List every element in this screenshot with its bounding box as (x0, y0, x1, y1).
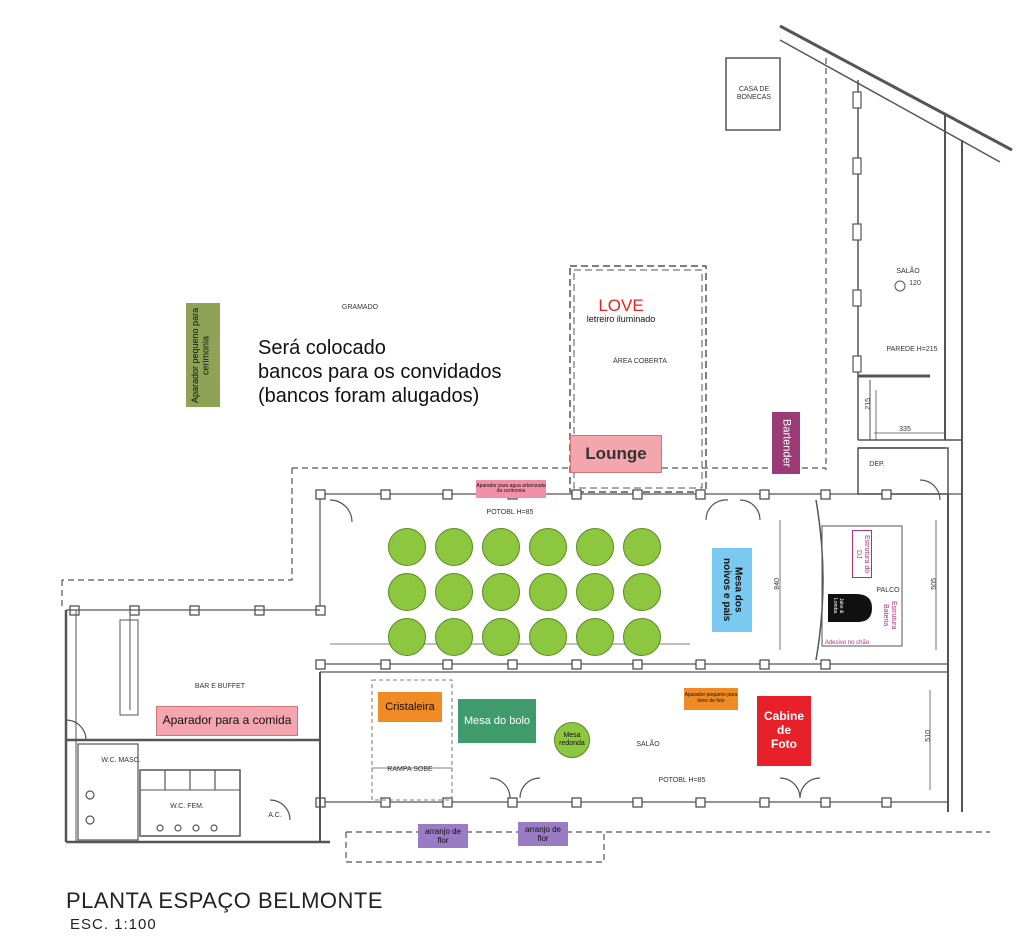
gramado-label: GRAMADO (341, 304, 379, 311)
piano: Jake & Lomba (826, 592, 874, 628)
aparador-foto: Aparador pequeno para itens de foto (684, 688, 738, 710)
piano-label: Jake & Lomba (832, 598, 844, 614)
guest-table (529, 618, 567, 656)
guest-tables (388, 528, 662, 656)
bartender: Bartender (772, 412, 800, 474)
dep-label: DEP. (869, 461, 885, 468)
salao-top-number: 120 (909, 280, 921, 287)
guest-table (435, 618, 473, 656)
aparador-cerimonia: Aparador pequeno para cerimonia (186, 303, 220, 407)
plan-title: PLANTA ESPAÇO BELMONTE (66, 888, 384, 913)
aparador-cerimonia-label: Aparador pequeno para cerimonia (190, 307, 211, 403)
guest-table (623, 528, 661, 566)
arranjo-flor-1: arranjo de flor (418, 824, 468, 848)
love-sign: LOVE letreiro iluminado (566, 297, 676, 325)
mesa-redonda-label: Mesa redonda (559, 731, 585, 747)
dimension-215: 215 (865, 398, 872, 410)
guest-table (482, 618, 520, 656)
love-subtitle: letreiro iluminado (586, 314, 656, 324)
cristaleira-label: Cristaleira (385, 700, 435, 713)
palco-label: PALCO (876, 587, 900, 594)
salao-bottom-label: SALÃO (636, 741, 660, 748)
bartender-label: Bartender (780, 418, 793, 468)
guest-table (388, 618, 426, 656)
rampa-label: RAMPA SOBE (387, 766, 433, 773)
estrutura-dj: Estrutura do DJ (852, 530, 872, 578)
guest-table (576, 528, 614, 566)
dimension-505: 505 (931, 578, 938, 590)
mesa-bolo: Mesa do bolo (458, 699, 536, 743)
guest-table (388, 528, 426, 566)
lounge: Lounge (570, 435, 662, 473)
area-coberta-label: ÁREA COBERTA (613, 358, 667, 365)
note-line-2: bancos para os convidados (258, 361, 502, 383)
potobl-top-label: POTOBL H=85 (486, 509, 534, 516)
guest-table (529, 573, 567, 611)
guest-table (482, 528, 520, 566)
plan-scale: ESC. 1:100 (70, 916, 157, 933)
guest-table (388, 573, 426, 611)
arranjo-flor-1-label: arranjo de flor (424, 826, 462, 845)
wc-masc-label: W.C. MASC. (101, 757, 141, 764)
mesa-bolo-label: Mesa do bolo (463, 714, 531, 727)
salao-top-label: SALÃO (896, 268, 920, 275)
aparador-comida-label: Aparador para a comida (162, 713, 292, 728)
ac-label: A.C. (268, 812, 282, 819)
potobl-bottom-label: POTOBL H=85 (658, 777, 706, 784)
mesa-noivos-label: Mesa dos noivos e pais (721, 558, 744, 622)
aparador-agua: Aparador para agua arborizada da cerimon… (476, 480, 546, 498)
arranjo-flor-2: arranjo de flor (518, 822, 568, 846)
mesa-redonda: Mesa redonda (554, 722, 590, 758)
bar-buffet-label: BAR E BUFFET (194, 683, 246, 690)
cabine-foto-label: Cabine de Foto (764, 709, 805, 751)
cristaleira: Cristaleira (378, 692, 442, 722)
guest-table (529, 528, 567, 566)
cabine-foto: Cabine de Foto (757, 696, 811, 766)
aparador-agua-label: Aparador para agua arborizada da cerimon… (476, 482, 546, 494)
estrutura-bateria: Estrutura Bateria (882, 590, 898, 640)
estrutura-bateria-label: Estrutura Bateria (882, 600, 898, 630)
mesa-noivos: Mesa dos noivos e pais (712, 548, 752, 632)
note-line-3: (bancos foram alugados) (258, 385, 480, 407)
piano-icon (828, 594, 872, 622)
guest-table (482, 573, 520, 611)
aparador-comida: Aparador para a comida (156, 706, 298, 736)
guest-table (623, 573, 661, 611)
parede-label: PAREDE H=215 (886, 346, 938, 353)
guest-table (435, 528, 473, 566)
aparador-foto-label: Aparador pequeno para itens de foto (684, 692, 738, 704)
casa-bonecas-label: CASA DE BONECAS (736, 86, 772, 101)
guest-table (576, 618, 614, 656)
benches-note: Será colocado bancos para os convidados … (258, 336, 502, 408)
note-line-1: Será colocado (258, 337, 386, 359)
wc-fem-label: W.C. FEM. (170, 803, 204, 810)
adesivo-label: Adesivo no chão (824, 640, 870, 646)
guest-table (576, 573, 614, 611)
dimension-335: 335 (899, 426, 911, 433)
lounge-label: Lounge (585, 444, 647, 464)
love-title: LOVE (598, 296, 644, 315)
dimension-510: 510 (925, 730, 932, 742)
arranjo-flor-2-label: arranjo de flor (524, 824, 562, 843)
dimension-840: 840 (774, 578, 781, 590)
guest-table (623, 618, 661, 656)
estrutura-dj-label: Estrutura do DJ (855, 534, 871, 574)
guest-table (435, 573, 473, 611)
